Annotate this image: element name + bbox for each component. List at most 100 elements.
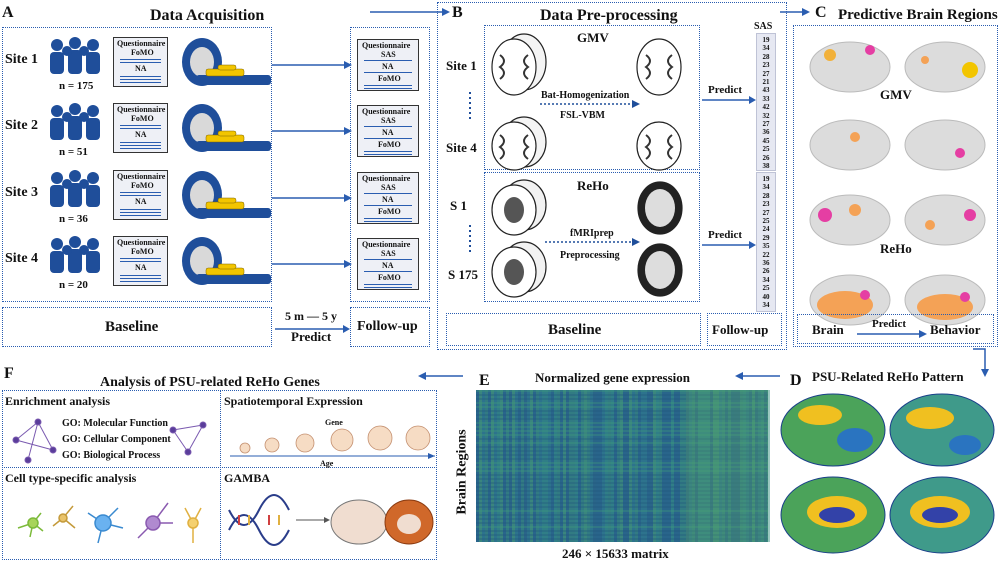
reho-label-b: ReHo bbox=[577, 178, 609, 193]
fq-title: Questionnaire bbox=[362, 41, 411, 50]
questionnaire-title: Questionnaire bbox=[117, 39, 166, 48]
sas-value: 26 bbox=[762, 267, 770, 276]
questionnaire-fomo: FoMO bbox=[131, 48, 154, 57]
gmv-label-c: GMV bbox=[880, 87, 912, 102]
sas-value: 36 bbox=[762, 128, 770, 137]
brain-behavior-box bbox=[797, 314, 994, 344]
sas-value: 19 bbox=[762, 36, 770, 44]
questionnaire-title: Questionnaire bbox=[117, 105, 166, 114]
site-label: Site 3 bbox=[5, 185, 39, 200]
baseline-box-b bbox=[446, 313, 701, 346]
s175-label: S 175 bbox=[448, 267, 478, 282]
followup-questionnaire-card: Questionnaire SAS NA FoMO bbox=[357, 172, 419, 224]
followup-questionnaire-card: Questionnaire SAS NA FoMO bbox=[357, 105, 419, 157]
brains-d bbox=[780, 393, 995, 554]
fq-sas: SAS bbox=[381, 50, 396, 59]
followup-label-b: Follow-up bbox=[712, 322, 769, 337]
go-mf: GO: Molecular Function bbox=[62, 418, 168, 429]
fq-na: NA bbox=[382, 62, 394, 71]
predict-arrow-a bbox=[275, 325, 350, 333]
people-icon bbox=[50, 170, 100, 207]
mri-scanner-icon bbox=[182, 237, 271, 285]
mri-scanner-icon bbox=[182, 38, 271, 86]
panel-a-title: Data Acquisition bbox=[150, 7, 265, 24]
sas-value: 25 bbox=[762, 284, 770, 293]
panel-d-letter: D bbox=[790, 372, 802, 389]
questionnaire-card: Questionnaire FoMO NA bbox=[113, 170, 168, 220]
baseline-box bbox=[2, 307, 272, 347]
site-n: n = 20 bbox=[59, 279, 88, 291]
followup-box-a bbox=[350, 307, 430, 347]
sas-value: 27 bbox=[762, 120, 770, 128]
questionnaire-card: Questionnaire FoMO NA bbox=[113, 236, 168, 286]
followup-arrow bbox=[272, 194, 352, 202]
sas-value: 26 bbox=[762, 153, 770, 162]
people-icon bbox=[50, 103, 100, 140]
questionnaire-na: NA bbox=[135, 263, 147, 272]
sas-value: 45 bbox=[762, 136, 770, 145]
fq-title: Questionnaire bbox=[362, 174, 411, 183]
sas-value: 25 bbox=[762, 217, 770, 225]
gene-expression-heatmap bbox=[476, 390, 770, 542]
dots-reho bbox=[469, 225, 471, 253]
arrow-e-to-f bbox=[418, 372, 463, 380]
predict-label-b1: Predict bbox=[708, 84, 743, 96]
fq-sas: SAS bbox=[381, 249, 396, 258]
fq-na: NA bbox=[382, 195, 394, 204]
arrow-a-to-b bbox=[370, 8, 450, 16]
questionnaire-na: NA bbox=[135, 130, 147, 139]
brain-label: Brain bbox=[812, 322, 844, 337]
sas-value: 29 bbox=[762, 233, 770, 242]
panel-e-letter: E bbox=[479, 372, 490, 389]
questionnaire-fomo: FoMO bbox=[131, 181, 154, 190]
panel-e-title: Normalized gene expression bbox=[535, 370, 691, 385]
predict-arrow-b2 bbox=[702, 241, 756, 249]
mri-scanner-icon bbox=[182, 104, 271, 152]
brains-c bbox=[809, 41, 986, 326]
site-label: Site 1 bbox=[5, 52, 39, 67]
predict-label-a: Predict bbox=[291, 329, 332, 344]
panel-c-title: Predictive Brain Regions bbox=[838, 7, 998, 23]
sas-value: 27 bbox=[762, 69, 770, 78]
go-cc: GO: Cellular Component bbox=[62, 434, 171, 445]
network-icon bbox=[12, 418, 207, 464]
followup-arrow bbox=[272, 127, 352, 135]
dots-gmv bbox=[469, 92, 471, 120]
panel-f-title: Analysis of PSU-related ReHo Genes bbox=[100, 375, 320, 390]
panel-f-box bbox=[2, 390, 437, 560]
cell-icons bbox=[17, 502, 202, 544]
questionnaire-na: NA bbox=[135, 64, 147, 73]
gmv-method2: FSL-VBM bbox=[560, 110, 605, 121]
panel-c-letter: C bbox=[815, 4, 827, 21]
panel-f-letter: F bbox=[4, 365, 14, 382]
panel-b-title: Data Pre-processing bbox=[540, 7, 678, 24]
followup-label-a: Follow-up bbox=[357, 319, 418, 334]
sas-value: 34 bbox=[762, 44, 770, 53]
interval-label: 5 m — 5 y bbox=[285, 309, 337, 323]
sas-value: 34 bbox=[762, 301, 770, 309]
reho-method2: Preprocessing bbox=[560, 250, 620, 261]
site-n: n = 36 bbox=[59, 213, 88, 225]
arrow-d-to-e bbox=[735, 372, 780, 380]
sas-value: 32 bbox=[762, 111, 770, 120]
sas-value: 34 bbox=[762, 183, 770, 192]
baseline-label-b: Baseline bbox=[548, 322, 602, 338]
sas-value: 28 bbox=[762, 52, 770, 61]
brain-slices-gmv bbox=[491, 33, 682, 171]
panel-d-title: PSU-Related ReHo Pattern bbox=[812, 369, 964, 384]
sas-value: 21 bbox=[762, 78, 770, 86]
gmv-label-b: GMV bbox=[577, 30, 609, 45]
panel-a-followup-box bbox=[350, 27, 430, 302]
panel-f-hdivider bbox=[2, 467, 437, 468]
sas-value: 19 bbox=[762, 175, 770, 183]
brain-regions-label: Brain Regions bbox=[454, 429, 470, 515]
brain-slices-reho bbox=[491, 179, 683, 298]
fq-title: Questionnaire bbox=[362, 107, 411, 116]
reho-box bbox=[484, 172, 700, 302]
panel-b-outer bbox=[437, 2, 787, 350]
panel-c-box bbox=[793, 25, 998, 347]
reho-arrow bbox=[545, 238, 640, 246]
site-label: Site 4 bbox=[5, 251, 39, 266]
site1-label-b: Site 1 bbox=[446, 58, 477, 73]
